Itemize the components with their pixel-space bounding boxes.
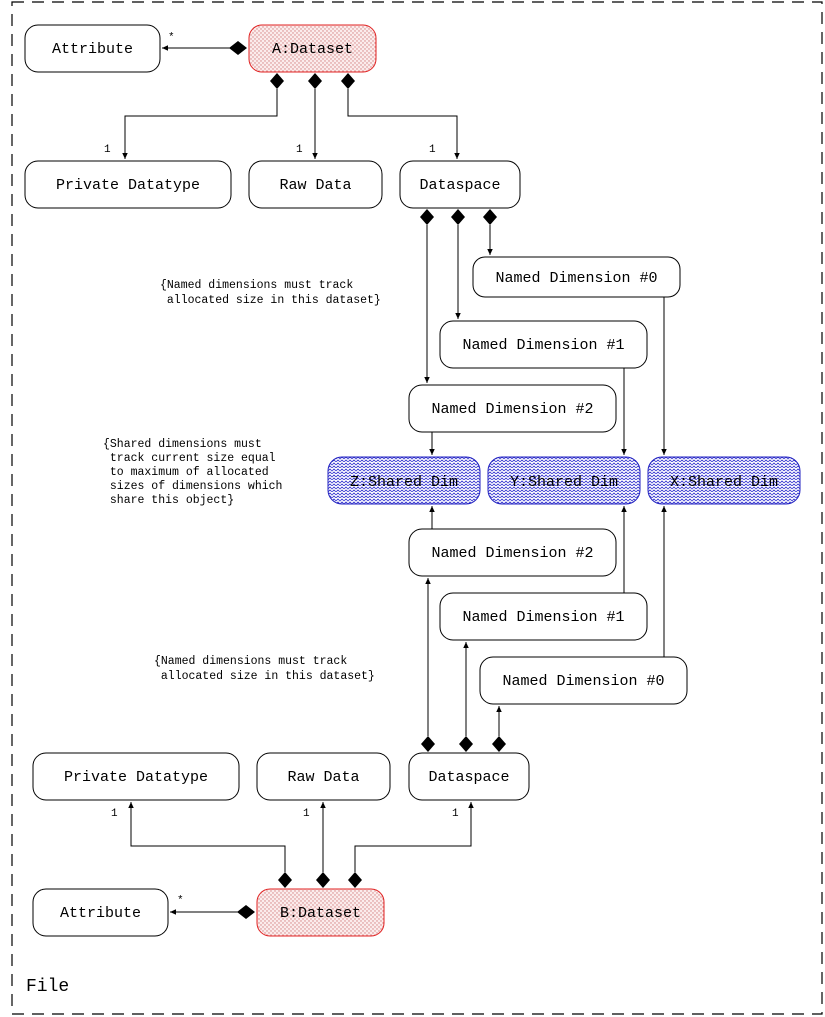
diamond-icon [348,872,362,888]
diamond-icon [341,73,355,89]
svg-text:Named Dimension #0: Named Dimension #0 [495,270,657,287]
svg-text:*: * [177,895,184,907]
node-bottom-named-dim-0: Named Dimension #0 [479,656,688,705]
node-y-shared-dim: Y:Shared Dim [487,456,641,505]
node-a-dataset: A:Dataset [248,24,377,73]
svg-text:sizes of dimensions which: sizes of dimensions which [103,480,282,493]
node-top-named-dim-0: Named Dimension #0 [472,256,681,298]
diamond-icon [483,209,497,225]
svg-text:share this object}: share this object} [103,494,234,507]
svg-text:Raw Data: Raw Data [279,177,351,194]
file-frame [11,1,823,1015]
svg-text:{Named dimensions must track: {Named dimensions must track [160,279,353,292]
svg-text:A:Dataset: A:Dataset [272,41,353,58]
node-b-dataset: B:Dataset [256,888,385,937]
diamond-icon [278,872,292,888]
svg-text:Dataspace: Dataspace [428,769,509,786]
svg-text:Named Dimension #2: Named Dimension #2 [431,545,593,562]
svg-text:1: 1 [111,808,118,820]
node-x-shared-dim: X:Shared Dim [647,456,801,505]
node-top-named-dim-1: Named Dimension #1 [439,320,648,369]
node-bottom-attribute: Attribute [32,888,169,937]
svg-text:to maximum of allocated: to maximum of allocated [103,466,269,479]
svg-text:1: 1 [296,144,303,156]
svg-text:Private Datatype: Private Datatype [64,769,208,786]
svg-text:B:Dataset: B:Dataset [280,905,361,922]
node-top-raw-data: Raw Data [248,160,383,209]
svg-text:Attribute: Attribute [60,905,141,922]
diamond-icon [451,209,465,225]
connectors [122,45,667,915]
svg-text:1: 1 [303,808,310,820]
diamond-icon [237,905,255,919]
diamond-icon [308,73,322,89]
svg-text:1: 1 [452,808,459,820]
node-top-dataspace: Dataspace [399,160,521,209]
svg-text:Attribute: Attribute [52,41,133,58]
svg-text:Raw Data: Raw Data [287,769,359,786]
note-top-named-dimensions: {Named dimensions must track allocated s… [160,279,381,307]
svg-text:Z:Shared Dim: Z:Shared Dim [350,474,458,491]
svg-text:Dataspace: Dataspace [419,177,500,194]
diamond-icon [229,41,247,55]
node-bottom-named-dim-1: Named Dimension #1 [439,592,648,641]
svg-text:*: * [168,32,175,44]
node-bottom-named-dim-2: Named Dimension #2 [408,528,617,577]
node-z-shared-dim: Z:Shared Dim [327,456,481,505]
svg-text:X:Shared Dim: X:Shared Dim [670,474,778,491]
node-top-named-dim-2: Named Dimension #2 [408,384,617,433]
svg-text:Named Dimension #1: Named Dimension #1 [462,337,624,354]
svg-text:Named Dimension #0: Named Dimension #0 [502,673,664,690]
composition-diamonds [229,41,506,919]
svg-text:Y:Shared Dim: Y:Shared Dim [510,474,618,491]
diamond-icon [421,736,435,752]
node-bottom-raw-data: Raw Data [256,752,391,801]
diamond-icon [270,73,284,89]
diamond-icon [420,209,434,225]
multiplicity-labels: * 1 1 1 1 1 1 * [104,32,459,907]
svg-text:allocated size in this dataset: allocated size in this dataset} [160,294,381,307]
node-top-attribute: Attribute [24,24,161,73]
note-bottom-named-dimensions: {Named dimensions must track allocated s… [154,655,375,683]
diamond-icon [316,872,330,888]
svg-text:allocated size in this dataset: allocated size in this dataset} [154,670,375,683]
svg-text:1: 1 [429,144,436,156]
node-bottom-private-datatype: Private Datatype [32,752,240,801]
file-label: File [26,977,69,997]
svg-text:{Named dimensions must track: {Named dimensions must track [154,655,347,668]
diamond-icon [459,736,473,752]
node-bottom-dataspace: Dataspace [408,752,530,801]
svg-text:Named Dimension #1: Named Dimension #1 [462,609,624,626]
svg-text:Named Dimension #2: Named Dimension #2 [431,401,593,418]
svg-text:Private Datatype: Private Datatype [56,177,200,194]
note-shared-dimensions: {Shared dimensions must track current si… [103,438,282,507]
svg-text:1: 1 [104,144,111,156]
diamond-icon [492,736,506,752]
svg-text:track current size equal: track current size equal [103,452,276,465]
node-top-private-datatype: Private Datatype [24,160,232,209]
svg-text:{Shared dimensions must: {Shared dimensions must [103,438,262,451]
